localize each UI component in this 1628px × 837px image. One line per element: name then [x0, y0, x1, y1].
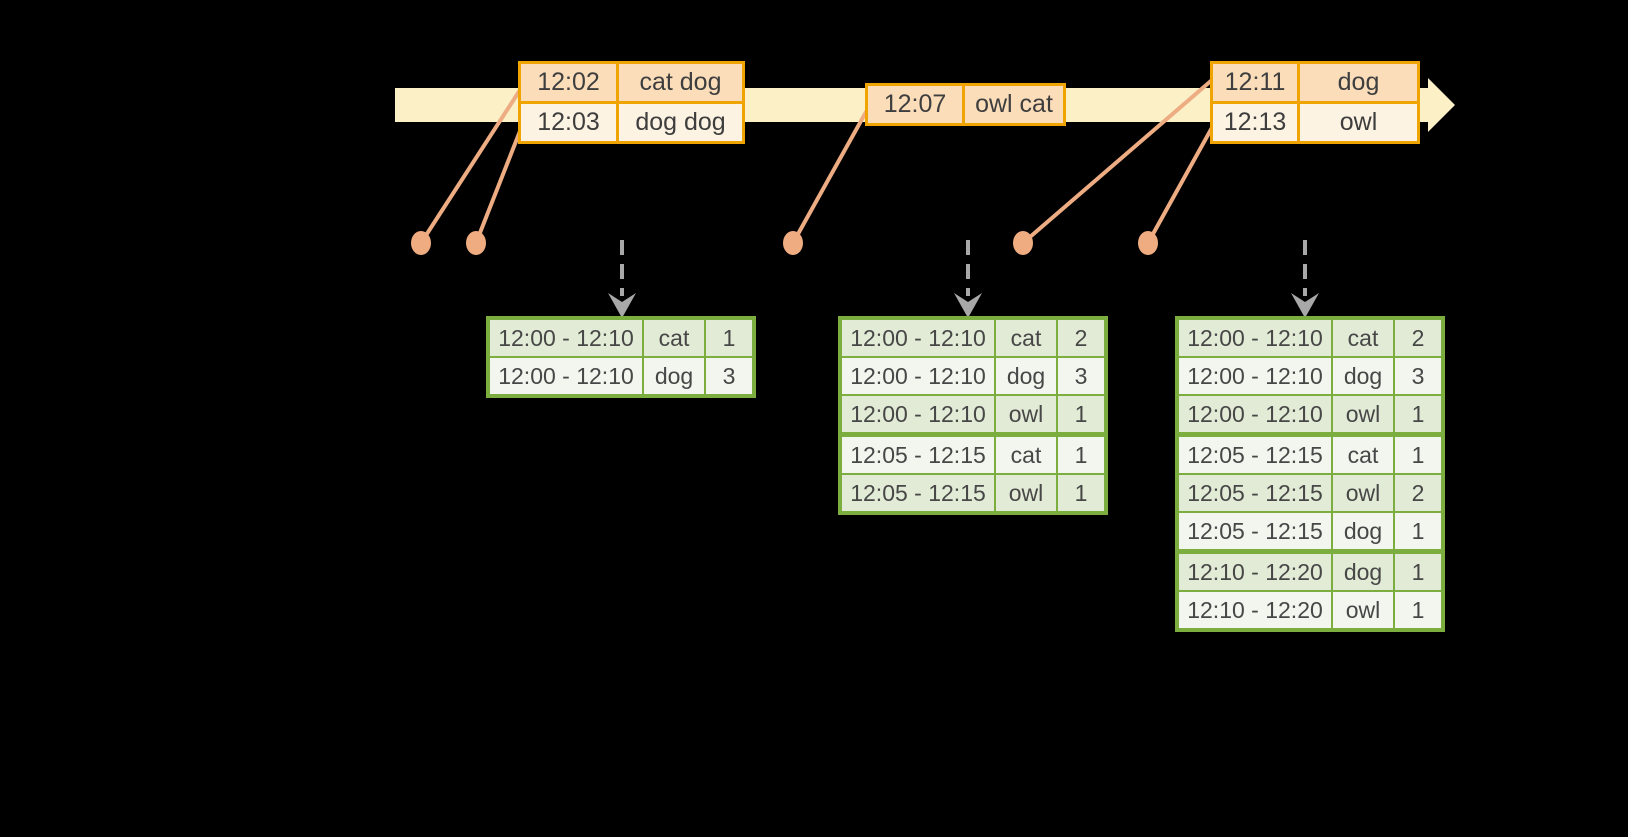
window-cell: 12:10 - 12:20: [1176, 590, 1333, 631]
word-cell: dog: [1331, 511, 1395, 553]
window-cell: 12:00 - 12:10: [1176, 356, 1333, 396]
event-table-2: 12:07 owl cat: [865, 83, 1066, 126]
result-table-1: 12:00 - 12:10 cat 1 12:00 - 12:10 dog 3: [486, 316, 756, 398]
result-row: 12:05 - 12:15 owl 2: [1176, 473, 1444, 513]
window-cell: 12:00 - 12:10: [839, 394, 996, 436]
word-cell: cat: [994, 432, 1058, 475]
down-arrowhead-icon: [608, 293, 636, 318]
event-row: 12:03 dog dog: [518, 101, 745, 144]
event-connector-line: [1021, 78, 1214, 245]
window-cell: 12:05 - 12:15: [1176, 473, 1333, 513]
event-time-cell: 12:02: [518, 61, 619, 104]
event-time-cell: 12:03: [518, 101, 619, 144]
word-cell: owl: [1331, 473, 1395, 513]
word-cell: owl: [994, 394, 1058, 436]
word-cell: dog: [1331, 356, 1395, 396]
down-arrowhead-icon: [1291, 293, 1319, 318]
count-cell: 2: [1393, 317, 1444, 358]
event-dot: [1013, 231, 1033, 255]
count-cell: 2: [1056, 317, 1107, 358]
result-table-3: 12:00 - 12:10 cat 2 12:00 - 12:10 dog 3 …: [1175, 316, 1445, 632]
count-cell: 1: [1393, 590, 1444, 631]
trigger-arrows: [620, 240, 1307, 296]
result-row: 12:00 - 12:10 owl 1: [839, 394, 1107, 436]
result-row: 12:00 - 12:10 dog 3: [487, 356, 755, 397]
window-cell: 12:05 - 12:15: [839, 473, 996, 514]
result-row: 12:05 - 12:15 owl 1: [839, 473, 1107, 514]
event-time-cell: 12:11: [1210, 61, 1300, 104]
window-cell: 12:00 - 12:10: [1176, 394, 1333, 436]
event-words-cell: dog dog: [616, 101, 745, 144]
result-row: 12:10 - 12:20 dog 1: [1176, 549, 1444, 592]
word-cell: cat: [1331, 317, 1395, 358]
count-cell: 1: [1393, 549, 1444, 592]
event-words-cell: dog: [1297, 61, 1420, 104]
count-cell: 1: [1056, 394, 1107, 436]
window-cell: 12:00 - 12:10: [839, 356, 996, 396]
window-cell: 12:00 - 12:10: [487, 317, 644, 358]
result-row: 12:05 - 12:15 dog 1: [1176, 511, 1444, 553]
event-connectors: [419, 78, 1216, 245]
count-cell: 2: [1393, 473, 1444, 513]
count-cell: 1: [1393, 511, 1444, 553]
word-cell: owl: [1331, 590, 1395, 631]
window-cell: 12:00 - 12:10: [487, 356, 644, 397]
window-cell: 12:05 - 12:15: [839, 432, 996, 475]
event-table-1: 12:02 cat dog 12:03 dog dog: [518, 61, 745, 144]
event-connector-line: [474, 124, 524, 245]
window-cell: 12:05 - 12:15: [1176, 432, 1333, 475]
count-cell: 1: [1056, 473, 1107, 514]
result-table-2: 12:00 - 12:10 cat 2 12:00 - 12:10 dog 3 …: [838, 316, 1108, 515]
event-connector-line: [1146, 122, 1216, 245]
count-cell: 1: [704, 317, 755, 358]
window-cell: 12:00 - 12:10: [1176, 317, 1333, 358]
event-time-cell: 12:07: [865, 83, 965, 126]
result-row: 12:00 - 12:10 dog 3: [839, 356, 1107, 396]
count-cell: 3: [704, 356, 755, 397]
event-connector-line: [419, 88, 522, 245]
event-dot: [1138, 231, 1158, 255]
event-words-cell: cat dog: [616, 61, 745, 104]
window-cell: 12:05 - 12:15: [1176, 511, 1333, 553]
count-cell: 3: [1056, 356, 1107, 396]
event-row: 12:07 owl cat: [865, 83, 1066, 126]
result-row: 12:05 - 12:15 cat 1: [1176, 432, 1444, 475]
event-dot: [411, 231, 431, 255]
count-cell: 1: [1393, 432, 1444, 475]
timeline-arrowhead-icon: [1428, 78, 1455, 132]
window-cell: 12:00 - 12:10: [839, 317, 996, 358]
event-table-3: 12:11 dog 12:13 owl: [1210, 61, 1420, 144]
result-row: 12:00 - 12:10 owl 1: [1176, 394, 1444, 436]
count-cell: 1: [1056, 432, 1107, 475]
result-row: 12:10 - 12:20 owl 1: [1176, 590, 1444, 631]
word-cell: dog: [1331, 549, 1395, 592]
word-cell: dog: [994, 356, 1058, 396]
result-row: 12:00 - 12:10 cat 1: [487, 317, 755, 358]
event-connector-line: [791, 110, 868, 245]
event-row: 12:11 dog: [1210, 61, 1420, 104]
word-cell: cat: [1331, 432, 1395, 475]
result-row: 12:00 - 12:10 dog 3: [1176, 356, 1444, 396]
count-cell: 1: [1393, 394, 1444, 436]
result-row: 12:00 - 12:10 cat 2: [1176, 317, 1444, 358]
event-row: 12:02 cat dog: [518, 61, 745, 104]
event-words-cell: owl: [1297, 101, 1420, 144]
word-cell: cat: [642, 317, 706, 358]
word-cell: cat: [994, 317, 1058, 358]
event-words-cell: owl cat: [962, 83, 1066, 126]
word-cell: owl: [994, 473, 1058, 514]
word-cell: owl: [1331, 394, 1395, 436]
count-cell: 3: [1393, 356, 1444, 396]
event-time-cell: 12:13: [1210, 101, 1300, 144]
result-row: 12:00 - 12:10 cat 2: [839, 317, 1107, 358]
event-dot: [466, 231, 486, 255]
word-cell: dog: [642, 356, 706, 397]
trigger-arrowheads: [608, 293, 1319, 318]
result-row: 12:05 - 12:15 cat 1: [839, 432, 1107, 475]
event-dot: [783, 231, 803, 255]
event-row: 12:13 owl: [1210, 101, 1420, 144]
window-cell: 12:10 - 12:20: [1176, 549, 1333, 592]
down-arrowhead-icon: [954, 293, 982, 318]
event-dots: [411, 231, 1158, 255]
